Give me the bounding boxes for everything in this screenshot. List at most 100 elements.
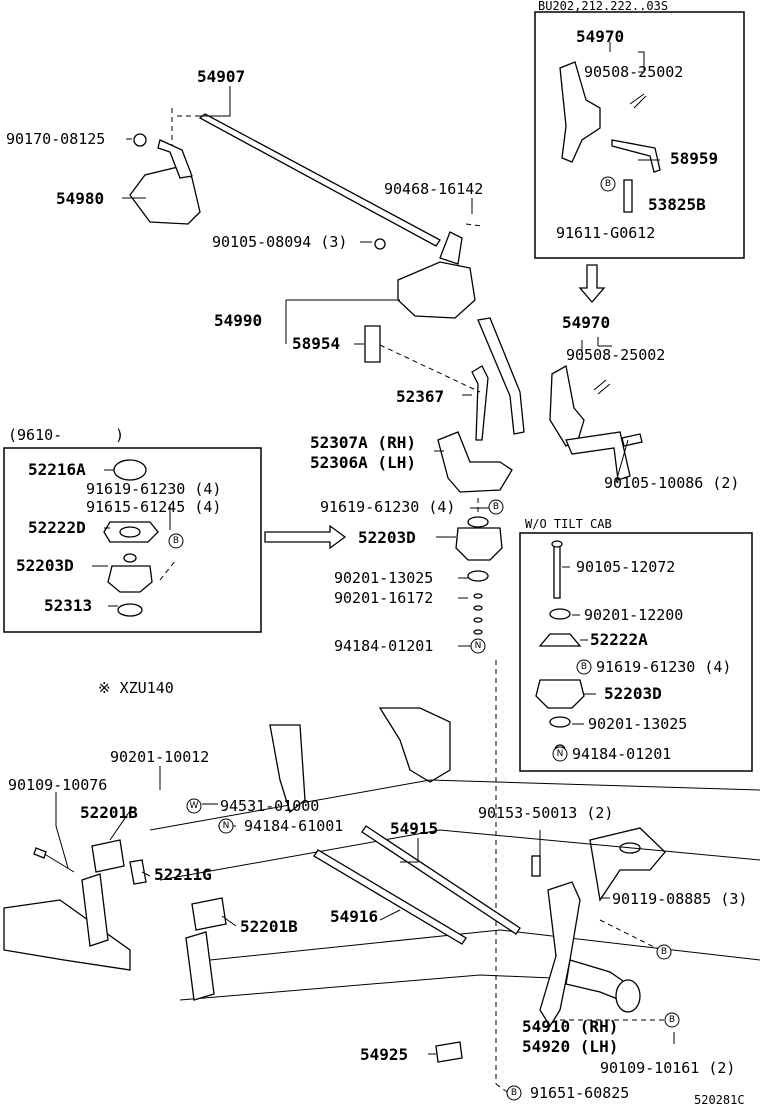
- inset-54970-top-drawing: [559, 61, 661, 213]
- pad-54925-drawing: [435, 1041, 463, 1063]
- part-label: 52307A (RH): [310, 433, 416, 452]
- part-label: 91615-61245 (4): [86, 498, 221, 516]
- part-label: 54990: [214, 311, 262, 330]
- part-label: 90201-10012: [110, 748, 209, 766]
- badge-n-icon: N: [218, 818, 234, 834]
- part-label: 91619-61230 (4): [320, 498, 455, 516]
- part-label: 52201B: [240, 917, 298, 936]
- part-label: 90201-13025: [334, 569, 433, 587]
- inset-box-left: [3, 447, 262, 633]
- inset-box-wo-tilt-cab: [519, 532, 753, 772]
- lever-rod-52367-drawing: [379, 317, 525, 441]
- arrow-right-icon: [264, 524, 347, 550]
- part-label: 52211G: [154, 865, 212, 884]
- svg-text:B: B: [581, 662, 587, 672]
- part-label: 90508-25002: [584, 63, 683, 81]
- part-label: 52222A: [590, 630, 648, 649]
- svg-text:B: B: [661, 947, 667, 957]
- part-label: 58959: [670, 149, 718, 168]
- svg-text:B: B: [511, 1088, 517, 1098]
- model-note-label: ※ XZU140: [98, 679, 174, 697]
- part-label: 52367: [396, 387, 444, 406]
- part-label: 90170-08125: [6, 130, 105, 148]
- part-label: 52313: [44, 596, 92, 615]
- part-label: 54910 (RH): [522, 1017, 618, 1036]
- part-label: 54970: [576, 27, 624, 46]
- part-label: 90201-12200: [584, 606, 683, 624]
- badge-b-icon: B: [576, 659, 592, 675]
- bracket-54910-drawing: [531, 855, 641, 1028]
- shift-rod-drawing: [171, 108, 441, 247]
- badge-w-icon: W: [186, 798, 202, 814]
- leader-lines: [55, 42, 675, 1095]
- rubber-bushings-drawing: [33, 839, 227, 1001]
- part-label: 58954: [292, 334, 340, 353]
- cab-mount-bracket-drawing: [437, 431, 513, 493]
- footer-code: 520281C: [694, 1093, 745, 1107]
- part-label: 90105-08094 (3): [212, 233, 347, 251]
- chassis-frame-drawing: [3, 707, 760, 1001]
- part-label: 94184-01201: [572, 745, 671, 763]
- part-label: 94531-01000: [220, 797, 319, 815]
- badge-b-icon: B: [656, 944, 672, 960]
- part-label: 90508-25002: [566, 346, 665, 364]
- svg-text:N: N: [223, 821, 230, 831]
- part-label: 90468-16142: [384, 180, 483, 198]
- svg-text:B: B: [605, 179, 611, 189]
- part-label: 53825B: [648, 195, 706, 214]
- part-label: 90109-10161 (2): [600, 1059, 735, 1077]
- part-label: 91651-60825: [530, 1084, 629, 1102]
- part-label: 52222D: [28, 518, 86, 537]
- part-label: 54925: [360, 1045, 408, 1064]
- part-label: 90201-13025: [588, 715, 687, 733]
- wo-tilt-cab-label: W/O TILT CAB: [525, 517, 612, 531]
- badge-n-icon: N: [552, 746, 568, 762]
- part-label: 91619-61230 (4): [86, 480, 221, 498]
- part-label: 90201-16172: [334, 589, 433, 607]
- part-label: 54915: [390, 819, 438, 838]
- badge-b-icon: B: [600, 176, 616, 192]
- part-label: 52203D: [604, 684, 662, 703]
- part-label: 54920 (LH): [522, 1037, 618, 1056]
- part-label: 91619-61230 (4): [596, 658, 731, 676]
- badge-b-icon: B: [488, 499, 504, 515]
- svg-text:B: B: [173, 536, 179, 546]
- bracket-54980-drawing: [129, 133, 201, 225]
- svg-text:B: B: [669, 1015, 675, 1025]
- part-label: 54970: [562, 313, 610, 332]
- part-label: 52306A (LH): [310, 453, 416, 472]
- part-label: 94184-61001: [244, 817, 343, 835]
- header-code: BU202,212.222..03S: [538, 0, 668, 13]
- cab-mount-52203d-drawing: [455, 498, 503, 1084]
- model-range-label: (9610-: [8, 426, 62, 444]
- svg-text:W: W: [190, 801, 199, 811]
- part-label: 54980: [56, 189, 104, 208]
- part-label: 52203D: [16, 556, 74, 575]
- svg-text:N: N: [557, 749, 564, 759]
- part-label: 90119-08885 (3): [612, 890, 747, 908]
- inset-box-top-right: [534, 11, 745, 259]
- torsion-bars-drawing: [313, 825, 521, 945]
- part-label: 90105-10086 (2): [604, 474, 739, 492]
- part-label: 94184-01201: [334, 637, 433, 655]
- arrow-down-icon: [578, 264, 606, 303]
- badge-b-icon: B: [506, 1085, 522, 1101]
- part-label: 90153-50013 (2): [478, 804, 613, 822]
- svg-text:N: N: [475, 641, 482, 651]
- part-label: 90109-10076: [8, 776, 107, 794]
- inset-54970-mid-drawing: [549, 364, 643, 481]
- part-label: 54907: [197, 67, 245, 86]
- part-label: 90105-12072: [576, 558, 675, 576]
- inset-left-mount-drawing: [103, 459, 177, 617]
- badge-n-icon: N: [470, 638, 486, 654]
- lever-bracket-54990-drawing: [364, 223, 483, 363]
- part-label: 91611-G0612: [556, 224, 655, 242]
- model-range-close: ): [115, 426, 124, 444]
- part-label: 52203D: [358, 528, 416, 547]
- badge-b-icon: B: [168, 533, 184, 549]
- part-label: 54916: [330, 907, 378, 926]
- part-label: 52201B: [80, 803, 138, 822]
- badge-b-icon: B: [664, 1012, 680, 1028]
- svg-text:B: B: [493, 502, 499, 512]
